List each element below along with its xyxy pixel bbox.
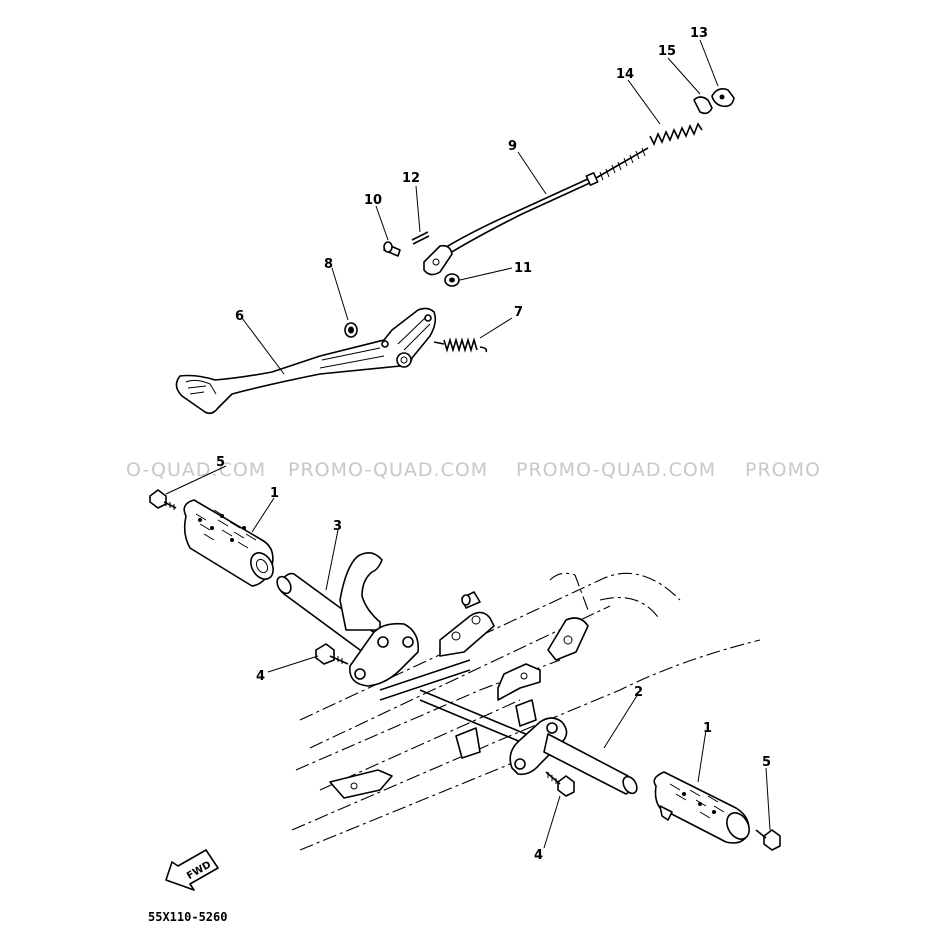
brake-pedal-part-6 — [175, 307, 437, 415]
bolt-part-5-right — [755, 829, 781, 851]
callout-7: 7 — [514, 305, 523, 320]
fwd-arrow-icon: FWD — [165, 849, 219, 891]
callout-10: 10 — [364, 193, 382, 208]
callout-2: 2 — [634, 685, 643, 700]
adjusting-nut-part-13 — [711, 88, 735, 108]
callout-11: 11 — [514, 261, 532, 276]
footrest-bracket-part-3 — [276, 552, 420, 687]
callout-1-right: 1 — [703, 721, 712, 736]
callout-5-left: 5 — [216, 455, 225, 470]
spring-part-14 — [649, 122, 703, 146]
watermark-4: PROMO — [745, 459, 821, 481]
callout-1-left: 1 — [270, 486, 279, 501]
footrest-peg-part-1-left — [183, 499, 274, 587]
bolt-part-5-left — [149, 489, 177, 510]
callout-8: 8 — [324, 257, 333, 272]
callout-15: 15 — [658, 44, 676, 59]
watermark-2: PROMO-QUAD.COM — [288, 459, 488, 481]
callout-3: 3 — [333, 519, 342, 534]
callout-12: 12 — [402, 171, 420, 186]
callout-4-left: 4 — [256, 669, 265, 684]
callout-5-right: 5 — [762, 755, 771, 770]
spring-part-7 — [433, 337, 488, 353]
cotter-pin-part-12 — [411, 231, 430, 245]
pin-part-10 — [383, 241, 401, 257]
callout-14: 14 — [616, 67, 634, 82]
callout-9: 9 — [508, 139, 517, 154]
washer-part-8 — [344, 322, 358, 338]
watermark-3: PROMO-QUAD.COM — [516, 459, 716, 481]
watermark-1: O-QUAD.COM — [126, 459, 266, 481]
bolt-part-4-right — [545, 771, 575, 797]
callout-13: 13 — [690, 26, 708, 41]
footrest-peg-part-1-right — [653, 771, 750, 844]
brake-rod-part-9 — [423, 147, 649, 276]
joint-part-15 — [693, 96, 713, 115]
leader-lines — [165, 39, 771, 849]
drawing-code: 55X110-5260 — [148, 910, 227, 924]
callout-6: 6 — [235, 309, 244, 324]
washer-part-11 — [444, 273, 460, 287]
bolt-part-4-left — [315, 643, 349, 665]
callout-4-right: 4 — [534, 848, 543, 863]
footrest-bracket-part-2 — [509, 717, 638, 795]
frame-brackets — [329, 591, 589, 799]
